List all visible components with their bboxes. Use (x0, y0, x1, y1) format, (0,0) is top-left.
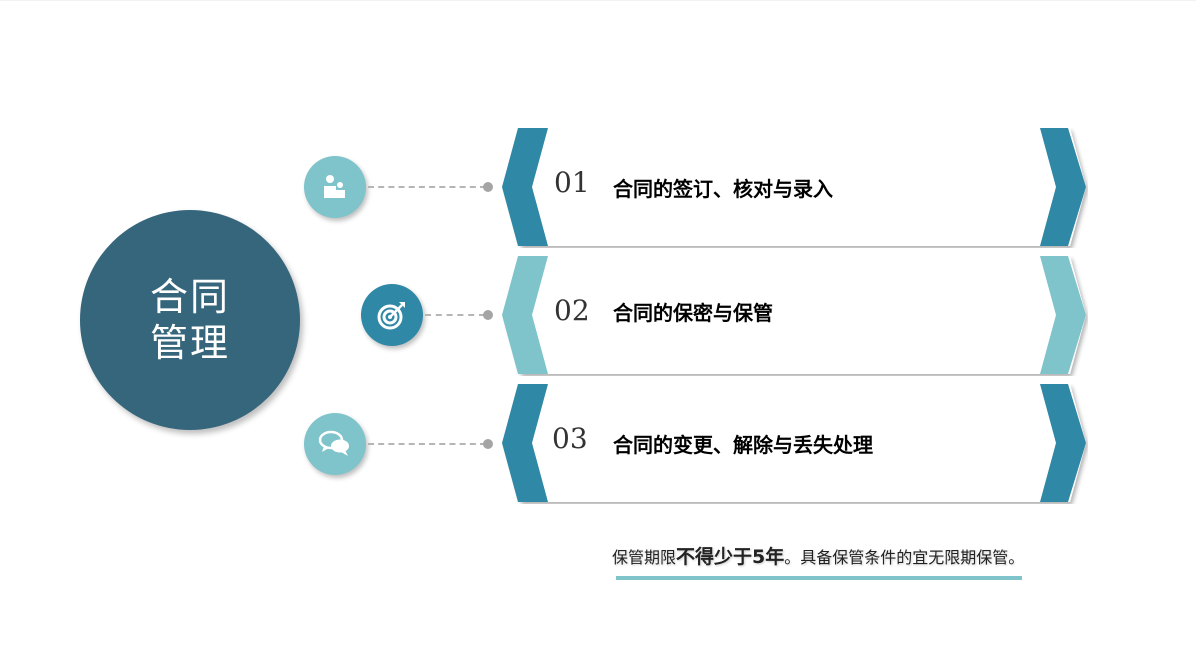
item-title-2: 合同的保密与保管 (613, 301, 773, 325)
note-suffix: 。具备保管条件的宜无限期保管。 (784, 548, 1025, 567)
item-number-1: 01 (554, 166, 590, 199)
connector-dot-1 (483, 182, 493, 192)
item-title-1: 合同的签订、核对与录入 (613, 177, 833, 201)
connector-dot-2 (483, 310, 493, 320)
banner-shape-3 (502, 384, 1086, 502)
banner-shape-1 (502, 128, 1086, 246)
center-title-line1: 合同 (149, 275, 230, 319)
connector-2 (425, 314, 485, 316)
note-underline (616, 576, 1022, 580)
item-number-3: 03 (552, 422, 588, 455)
target-icon (377, 302, 405, 330)
connector-dot-3 (483, 439, 493, 449)
people-icon (324, 175, 345, 198)
center-circle: 合同 管理 (80, 210, 300, 430)
connector-3 (368, 443, 486, 445)
item-title-3: 合同的变更、解除与丢失处理 (613, 433, 873, 457)
target-icon-circle (361, 284, 423, 346)
item-banner-2: 02 合同的保密与保管 (500, 256, 1088, 376)
chat-bubbles-icon (318, 430, 349, 456)
item-number-2: 02 (554, 294, 590, 327)
banner-shape-2 (502, 256, 1086, 374)
connector-1 (368, 186, 486, 188)
storage-note: 保管期限不得少于5年。具备保管条件的宜无限期保管。 (612, 542, 1024, 569)
center-title-line2: 管理 (149, 321, 230, 365)
note-emphasis: 不得少于5年 (676, 546, 785, 568)
people-icon-circle (304, 156, 366, 218)
item-banner-1: 01 合同的签订、核对与录入 (500, 128, 1088, 248)
item-banner-3: 03 合同的变更、解除与丢失处理 (500, 384, 1088, 504)
top-divider (0, 0, 1196, 1)
chat-icon-circle (304, 413, 366, 475)
note-prefix: 保管期限 (612, 548, 677, 567)
